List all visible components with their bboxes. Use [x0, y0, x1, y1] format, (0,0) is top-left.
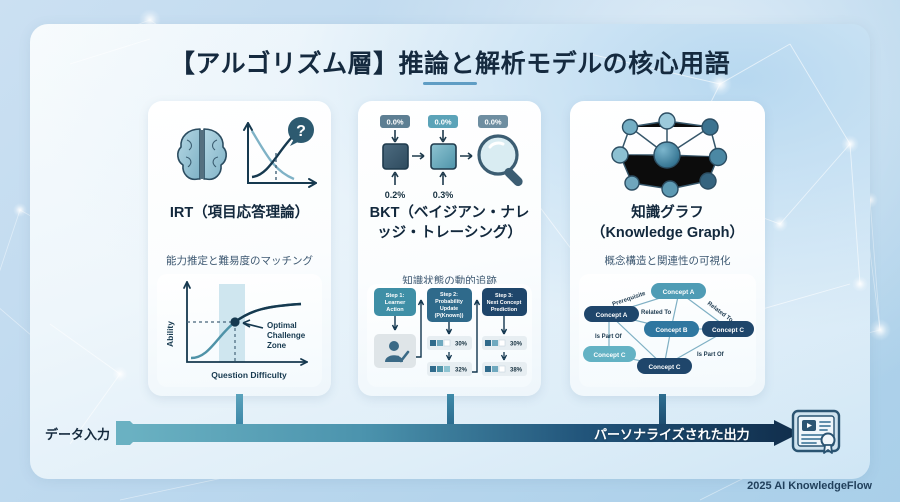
- card-knowledge-graph[interactable]: 知識グラフ （Knowledge Graph） 概念構造と関連性の可視化 Con…: [570, 101, 765, 396]
- flow-arrow-band: [116, 420, 800, 446]
- card-kg-title: 知識グラフ （Knowledge Graph）: [578, 203, 757, 243]
- certificate-tablet-icon: [791, 409, 841, 454]
- kg-node-1: Concept A: [663, 289, 695, 296]
- connector-stem-kg: [659, 394, 666, 424]
- card-irt-figure: Ability Question Difficulty Optimal Chal…: [157, 274, 322, 387]
- kg-node-6: Concept C: [649, 364, 681, 371]
- kg-node-3: Concept B: [656, 327, 688, 334]
- card-kg-title-line1: 知識グラフ: [631, 205, 704, 221]
- flow-output-label: パーソナライズされた出力: [594, 427, 750, 442]
- kg-edge-label-1: Prerequisite: [612, 291, 647, 308]
- kg-edge-label-2: Related To: [641, 310, 672, 316]
- svg-text:?: ?: [296, 123, 306, 140]
- irt-y-axis-label: Ability: [165, 321, 175, 347]
- bkt-badge-top-3: 0.0%: [484, 118, 501, 127]
- flow-input-label: データ入力: [45, 427, 111, 442]
- bkt-badge-top-1: 0.0%: [386, 118, 403, 127]
- card-kg-figure: Concept A Concept A Concept B Concept C …: [579, 274, 756, 387]
- network-nodes-icon: [611, 112, 728, 198]
- kg-edge-label-3: Related To: [706, 301, 734, 324]
- kg-node-5: Concept C: [594, 352, 626, 359]
- brain-curve-question-icon: ?: [177, 117, 317, 188]
- title-underline: [423, 82, 477, 85]
- probability-squares-magnifier-icon: 0.0% 0.0% 0.0%: [380, 115, 523, 200]
- bkt-step3-to: 38%: [510, 368, 523, 374]
- bkt-step2-to: 32%: [455, 368, 468, 374]
- connector-stem-irt: [236, 394, 243, 424]
- irt-x-axis-label: Question Difficulty: [211, 370, 287, 380]
- card-kg-title-line2: （Knowledge Graph）: [590, 225, 745, 241]
- card-irt-subtitle: 能力推定と難易度のマッチング: [166, 255, 313, 267]
- bkt-badge-bottom-2: 0.3%: [433, 190, 454, 200]
- card-irt-title: IRT（項目応答理論）: [169, 205, 310, 221]
- card-bkt[interactable]: 0.0% 0.0% 0.0%: [358, 101, 541, 396]
- kg-node-4: Concept C: [712, 327, 744, 334]
- irt-zone-annotation: Optimal Challenge Zone: [322, 274, 323, 275]
- svg-text:Optimal Challenge: Optimal Challenge Zone: [267, 321, 307, 350]
- card-irt[interactable]: ? IRT（項目応答理論） 能力推定と難易度のマッチング: [148, 101, 331, 396]
- footer-credit: 2025 AI KnowledgeFlow: [747, 480, 872, 492]
- kg-edge-label-4: Is Part Of: [595, 334, 623, 340]
- kg-node-2: Concept A: [596, 312, 628, 319]
- bkt-badge-bottom-1: 0.2%: [385, 190, 406, 200]
- bkt-step2-from: 30%: [455, 342, 468, 348]
- kg-edge-label-5: Is Part Of: [697, 352, 725, 358]
- page-title: 【アルゴリズム層】推論と解析モデルの核心用語: [169, 50, 731, 78]
- bkt-badge-top-2: 0.0%: [434, 118, 451, 127]
- card-kg-subtitle: 概念構造と関連性の可視化: [604, 255, 731, 267]
- card-bkt-title: BKT（ベイジアン・ナレッジ・トレーシング）: [369, 205, 530, 241]
- connector-stem-bkt: [447, 394, 454, 424]
- bkt-step3-from: 30%: [510, 342, 523, 348]
